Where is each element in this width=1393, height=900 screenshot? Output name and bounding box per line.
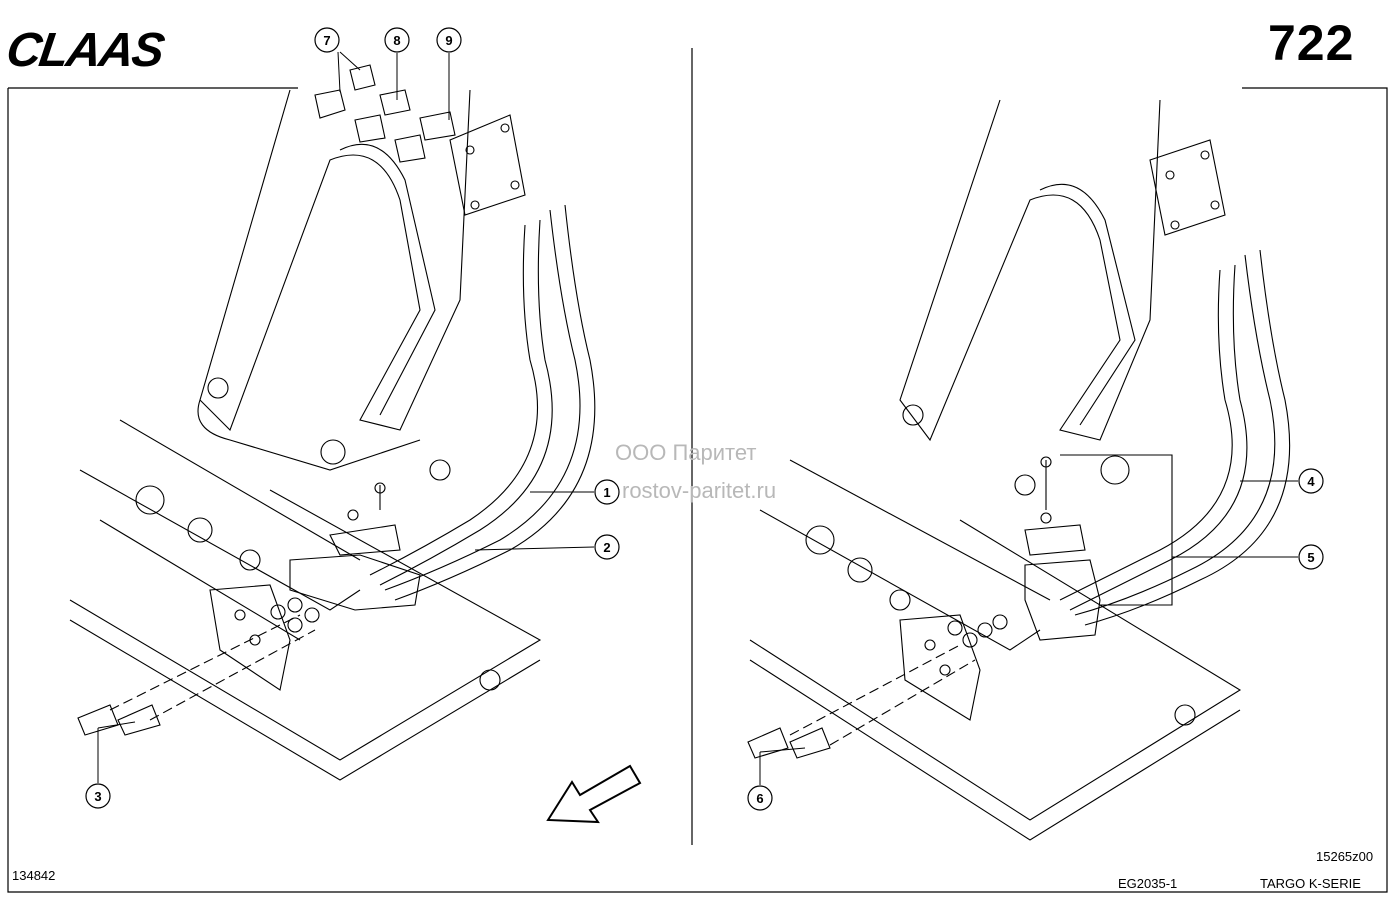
svg-text:4: 4 (1307, 474, 1315, 489)
svg-text:CLAAS: CLAAS (3, 23, 168, 77)
direction-arrow (546, 764, 642, 824)
svg-text:1: 1 (603, 485, 610, 500)
left-assembly-illustration (69, 64, 596, 781)
callout-7: 7 (314, 27, 340, 53)
callout-8: 8 (384, 27, 410, 53)
svg-text:7: 7 (323, 33, 330, 48)
drawing-id: 134842 (12, 868, 56, 883)
callout-3: 3 (85, 783, 111, 809)
watermark-company: ООО Паритет (615, 440, 757, 465)
sheet-code: EG2035-1 (1118, 876, 1178, 891)
svg-text:3: 3 (94, 789, 101, 804)
page-number: 722 (1268, 15, 1355, 71)
watermark-url: rostov-paritet.ru (622, 478, 777, 503)
drawing-frame (7, 48, 1388, 893)
svg-text:9: 9 (445, 33, 452, 48)
callout-2: 2 (594, 534, 620, 560)
callout-6: 6 (747, 785, 773, 811)
series-label: TARGO K-SERIE (1260, 876, 1361, 891)
svg-text:5: 5 (1307, 550, 1314, 565)
callout-1: 1 (594, 479, 620, 505)
reference-code: 15265z00 (1316, 849, 1374, 864)
svg-text:6: 6 (756, 791, 763, 806)
svg-text:8: 8 (393, 33, 400, 48)
svg-text:2: 2 (603, 540, 610, 555)
callout-9: 9 (436, 27, 462, 53)
callout-4: 4 (1298, 468, 1324, 494)
claas-logo: CLAAS (3, 23, 168, 77)
callout-leaders (97, 51, 1298, 785)
callout-5: 5 (1298, 544, 1324, 570)
right-assembly-illustration (747, 99, 1291, 841)
